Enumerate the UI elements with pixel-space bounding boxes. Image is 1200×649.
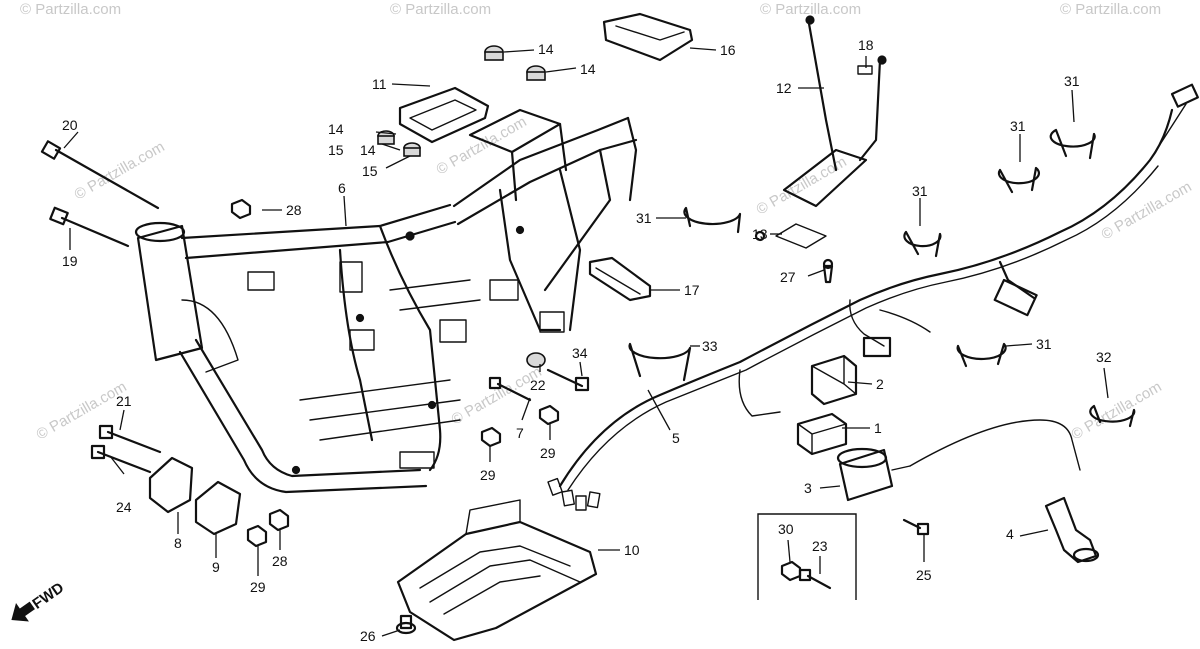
nuts-28 bbox=[230, 198, 290, 532]
watermark: © Partzilla.com bbox=[20, 1, 121, 18]
callout-6: 6 bbox=[338, 180, 346, 196]
callout-15: 15 bbox=[362, 163, 378, 179]
callout-14: 14 bbox=[580, 61, 596, 77]
bolt-13 bbox=[754, 230, 766, 242]
watermark: © Partzilla.com bbox=[72, 138, 168, 203]
callout-28: 28 bbox=[286, 202, 302, 218]
callout-12: 12 bbox=[776, 80, 792, 96]
callout-31: 31 bbox=[1010, 118, 1026, 134]
callout-29: 29 bbox=[250, 579, 266, 595]
callout-22: 22 bbox=[530, 377, 546, 393]
callout-21: 21 bbox=[116, 393, 132, 409]
watermark: © Partzilla.com bbox=[1069, 378, 1165, 443]
callout-30: 30 bbox=[778, 521, 794, 537]
callout-18: 18 bbox=[858, 37, 874, 53]
watermark: © Partzilla.com bbox=[390, 1, 491, 18]
callout-14: 14 bbox=[360, 142, 376, 158]
callout-10: 10 bbox=[624, 542, 640, 558]
fwd-arrow: FWD bbox=[11, 579, 67, 622]
rubber-cushions bbox=[377, 45, 546, 157]
callout-4: 4 bbox=[1006, 526, 1014, 542]
fwd-label: FWD bbox=[29, 579, 67, 613]
callout-31: 31 bbox=[912, 183, 928, 199]
callout-24: 24 bbox=[116, 499, 132, 515]
callout-34: 34 bbox=[572, 345, 588, 361]
battery-tray bbox=[398, 86, 490, 144]
callout-25: 25 bbox=[916, 567, 932, 583]
callout-3: 3 bbox=[804, 480, 812, 496]
callout-19: 19 bbox=[62, 253, 78, 269]
callout-1: 1 bbox=[874, 420, 882, 436]
callout-26: 26 bbox=[360, 628, 376, 644]
small-clip bbox=[857, 65, 873, 75]
callout-17: 17 bbox=[684, 282, 700, 298]
bolts-21-24 bbox=[90, 424, 162, 474]
callout-14: 14 bbox=[538, 41, 554, 57]
ignition-coil bbox=[836, 419, 1081, 502]
leader-lines bbox=[63, 47, 1109, 637]
callout-labels: 14 14 14 15 14 15 11 16 12 18 31 13 27 1… bbox=[62, 37, 1112, 644]
callout-28: 28 bbox=[272, 553, 288, 569]
callout-31: 31 bbox=[636, 210, 652, 226]
spark-plug-cap bbox=[1044, 496, 1100, 564]
callout-14: 14 bbox=[328, 121, 344, 137]
callout-32: 32 bbox=[1096, 349, 1112, 365]
watermark: © Partzilla.com bbox=[760, 1, 861, 18]
callout-20: 20 bbox=[62, 117, 78, 133]
callout-31: 31 bbox=[1064, 73, 1080, 89]
callout-27: 27 bbox=[780, 269, 796, 285]
callout-16: 16 bbox=[720, 42, 736, 58]
watermark: © Partzilla.com bbox=[1060, 1, 1161, 18]
callout-31: 31 bbox=[1036, 336, 1052, 352]
callout-7: 7 bbox=[516, 425, 524, 441]
callout-9: 9 bbox=[212, 559, 220, 575]
regulator bbox=[796, 412, 848, 456]
rod-assembly bbox=[775, 15, 887, 249]
watermark-layer: © Partzilla.com © Partzilla.com © Partzi… bbox=[20, 1, 1195, 443]
callout-23: 23 bbox=[812, 538, 828, 554]
callout-8: 8 bbox=[174, 535, 182, 551]
callout-15: 15 bbox=[328, 142, 344, 158]
bands bbox=[628, 128, 1136, 428]
hardware-box bbox=[757, 513, 857, 600]
watermark: © Partzilla.com bbox=[449, 363, 545, 428]
screw-27 bbox=[822, 258, 834, 284]
callout-29: 29 bbox=[540, 445, 556, 461]
callout-5: 5 bbox=[672, 430, 680, 446]
bolts-7-34 bbox=[488, 352, 590, 402]
lower-bracket bbox=[588, 256, 652, 302]
nuts-29 bbox=[246, 404, 560, 548]
long-bolts bbox=[40, 140, 160, 248]
relay bbox=[810, 354, 858, 406]
callout-2: 2 bbox=[876, 376, 884, 392]
bolt-26 bbox=[395, 614, 417, 635]
callout-33: 33 bbox=[702, 338, 718, 354]
frame-body bbox=[134, 108, 638, 494]
callout-11: 11 bbox=[372, 76, 387, 92]
callout-13: 13 bbox=[752, 226, 768, 242]
upper-bracket bbox=[602, 12, 694, 62]
screw-25 bbox=[902, 518, 930, 536]
wiring-harness bbox=[547, 83, 1199, 511]
callout-29: 29 bbox=[480, 467, 496, 483]
skid-plate bbox=[396, 499, 598, 642]
brackets-8-9 bbox=[148, 456, 242, 536]
